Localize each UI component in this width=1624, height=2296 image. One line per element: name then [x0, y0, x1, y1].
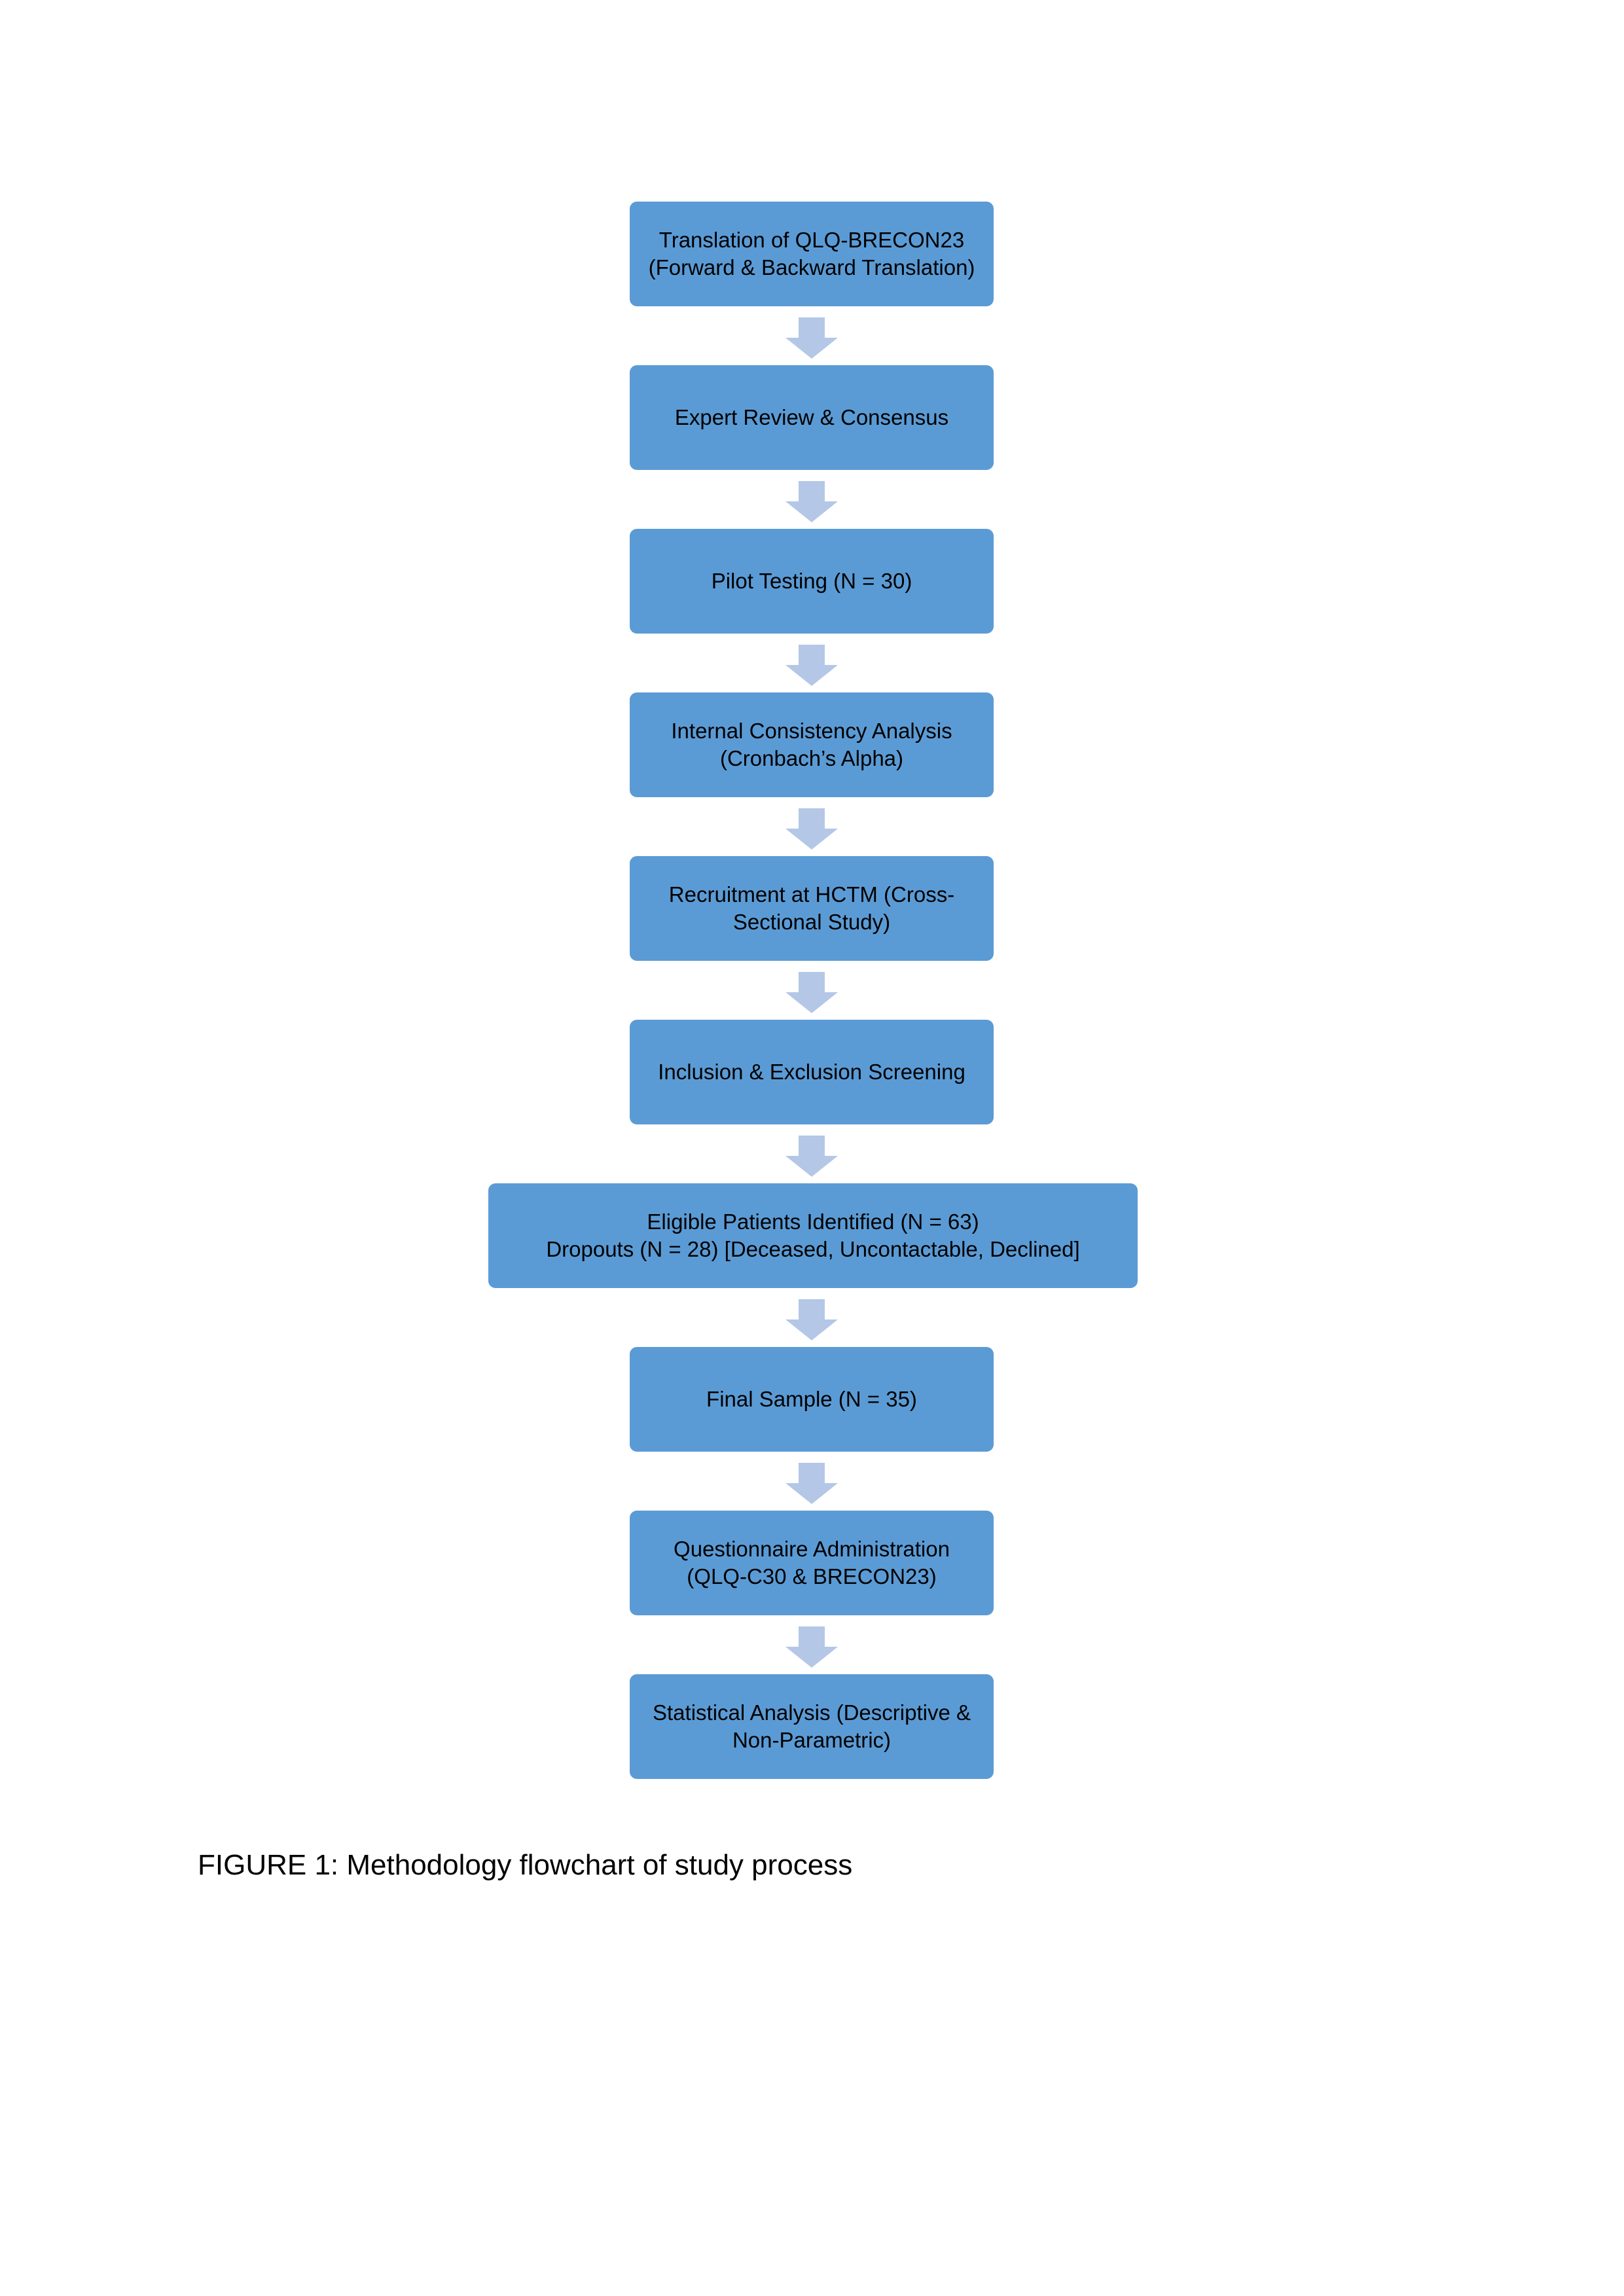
step-line: (Cronbach’s Alpha): [719, 746, 904, 770]
step-line: Internal Consistency Analysis: [671, 719, 952, 743]
step-expert-review: Expert Review & Consensus: [630, 365, 994, 470]
step-eligible-patients: Eligible Patients Identified (N = 63) Dro…: [488, 1183, 1138, 1288]
step-translation: Translation of QLQ-BRECON23 (Forward & Ba…: [630, 202, 994, 306]
step-line: Sectional Study): [732, 910, 891, 934]
step-pilot-testing: Pilot Testing (N = 30): [630, 529, 994, 634]
step-line: Expert Review & Consensus: [674, 405, 949, 429]
down-arrow-icon: [785, 1299, 838, 1340]
step-statistical-analysis: Statistical Analysis (Descriptive & Non-P…: [630, 1674, 994, 1779]
step-line: (Forward & Backward Translation): [648, 255, 975, 279]
down-arrow-icon: [785, 1463, 838, 1504]
figure-caption: FIGURE 1: Methodology flowchart of study…: [198, 1849, 853, 1881]
down-arrow-icon: [785, 317, 838, 359]
step-line: Translation of QLQ-BRECON23: [659, 228, 965, 252]
down-arrow-icon: [785, 1136, 838, 1177]
step-screening: Inclusion & Exclusion Screening: [630, 1020, 994, 1124]
step-line: Statistical Analysis (Descriptive &: [653, 1700, 971, 1725]
down-arrow-icon: [785, 481, 838, 522]
down-arrow-icon: [785, 972, 838, 1013]
step-line: Recruitment at HCTM (Cross-: [668, 882, 955, 906]
down-arrow-icon: [785, 808, 838, 850]
step-line: Questionnaire Administration: [674, 1537, 950, 1561]
step-line: Inclusion & Exclusion Screening: [658, 1060, 965, 1084]
step-recruitment: Recruitment at HCTM (Cross- Sectional Stu…: [630, 856, 994, 961]
step-internal-consistency: Internal Consistency Analysis (Cronbach’s…: [630, 692, 994, 797]
step-line: Non-Parametric): [732, 1728, 892, 1752]
step-line: (QLQ-C30 & BRECON23): [687, 1564, 937, 1588]
step-line: Pilot Testing (N = 30): [711, 569, 912, 593]
step-line: Dropouts (N = 28) [Deceased, Uncontactab…: [546, 1237, 1080, 1261]
down-arrow-icon: [785, 1626, 838, 1668]
step-final-sample: Final Sample (N = 35): [630, 1347, 994, 1452]
step-questionnaire: Questionnaire Administration (QLQ-C30 & B…: [630, 1511, 994, 1615]
step-line: Eligible Patients Identified (N = 63): [647, 1210, 979, 1234]
down-arrow-icon: [785, 645, 838, 686]
step-line: Final Sample (N = 35): [706, 1387, 917, 1411]
